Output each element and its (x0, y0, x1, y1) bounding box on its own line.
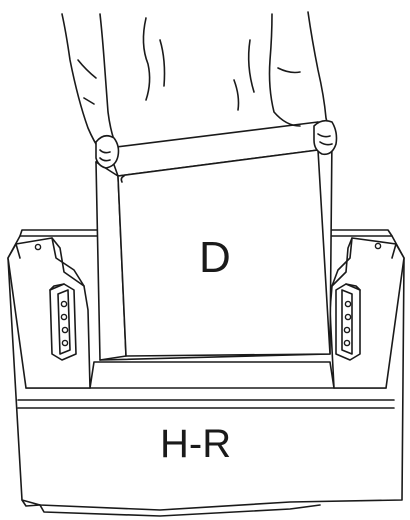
right-hand (313, 119, 338, 156)
left-arm (61, 13, 115, 151)
bracket-left-hole-2 (60, 313, 68, 321)
base-unit-label: H-R (160, 422, 232, 466)
screw-hole-top-left (34, 243, 42, 251)
left-hand (95, 134, 120, 169)
screw-hole-top-right (374, 242, 382, 250)
torso-hint (142, 17, 255, 111)
bracket-right-hole-4 (343, 339, 351, 347)
right-arm (268, 11, 331, 133)
bracket-right-hole-2 (344, 313, 352, 321)
module-d (95, 121, 333, 361)
bracket-left-hole-4 (61, 339, 69, 347)
bracket-left-hole-1 (60, 300, 68, 308)
bracket-left-hole-3 (61, 326, 69, 334)
bracket-right-hole-1 (344, 300, 352, 308)
right-bracket (335, 283, 361, 361)
left-bracket (49, 283, 77, 361)
module-d-label: D (199, 233, 231, 282)
bracket-right-hole-3 (343, 326, 351, 334)
